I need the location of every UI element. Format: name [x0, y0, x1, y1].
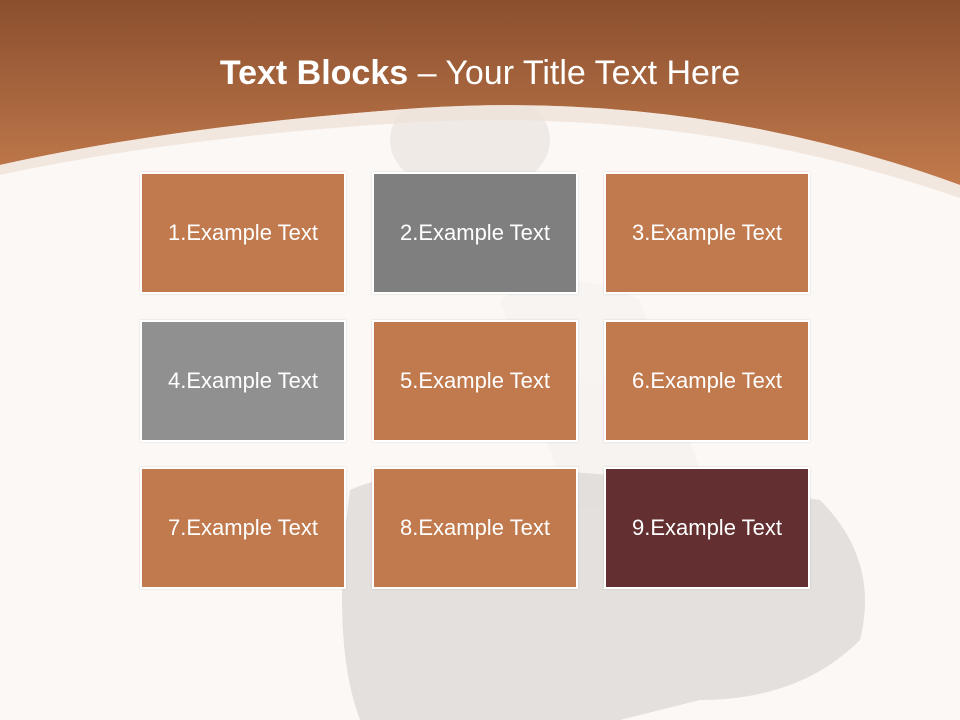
- header-band: [0, 0, 960, 185]
- text-block-label: 4.Example Text: [167, 368, 318, 393]
- text-block-label: 1.Example Text: [167, 220, 318, 245]
- text-block-label: 5.Example Text: [399, 368, 550, 393]
- text-block-3[interactable]: 3.Example Text: [604, 172, 810, 294]
- text-block-1[interactable]: 1.Example Text: [140, 172, 346, 294]
- title-bold: Text Blocks: [219, 54, 409, 92]
- text-block-7[interactable]: 7.Example Text: [140, 467, 346, 589]
- text-block-9[interactable]: 9.Example Text: [604, 467, 810, 589]
- text-block-4[interactable]: 4.Example Text: [140, 320, 346, 442]
- header-curve-highlight: [0, 105, 960, 198]
- text-block-label: 7.Example Text: [167, 515, 318, 540]
- text-block-8[interactable]: 8.Example Text: [372, 467, 578, 589]
- slide-title: Text Blocks – Your Title Text Here: [0, 54, 960, 93]
- text-block-6[interactable]: 6.Example Text: [604, 320, 810, 442]
- text-block-5[interactable]: 5.Example Text: [372, 320, 578, 442]
- text-block-label: 3.Example Text: [631, 220, 782, 245]
- text-block-label: 9.Example Text: [631, 515, 782, 540]
- text-block-label: 2.Example Text: [399, 220, 550, 245]
- title-separator: –: [408, 54, 446, 92]
- title-rest: Your Title Text Here: [445, 54, 741, 92]
- text-block-2[interactable]: 2.Example Text: [372, 172, 578, 294]
- text-block-label: 6.Example Text: [631, 368, 782, 393]
- text-block-label: 8.Example Text: [399, 515, 550, 540]
